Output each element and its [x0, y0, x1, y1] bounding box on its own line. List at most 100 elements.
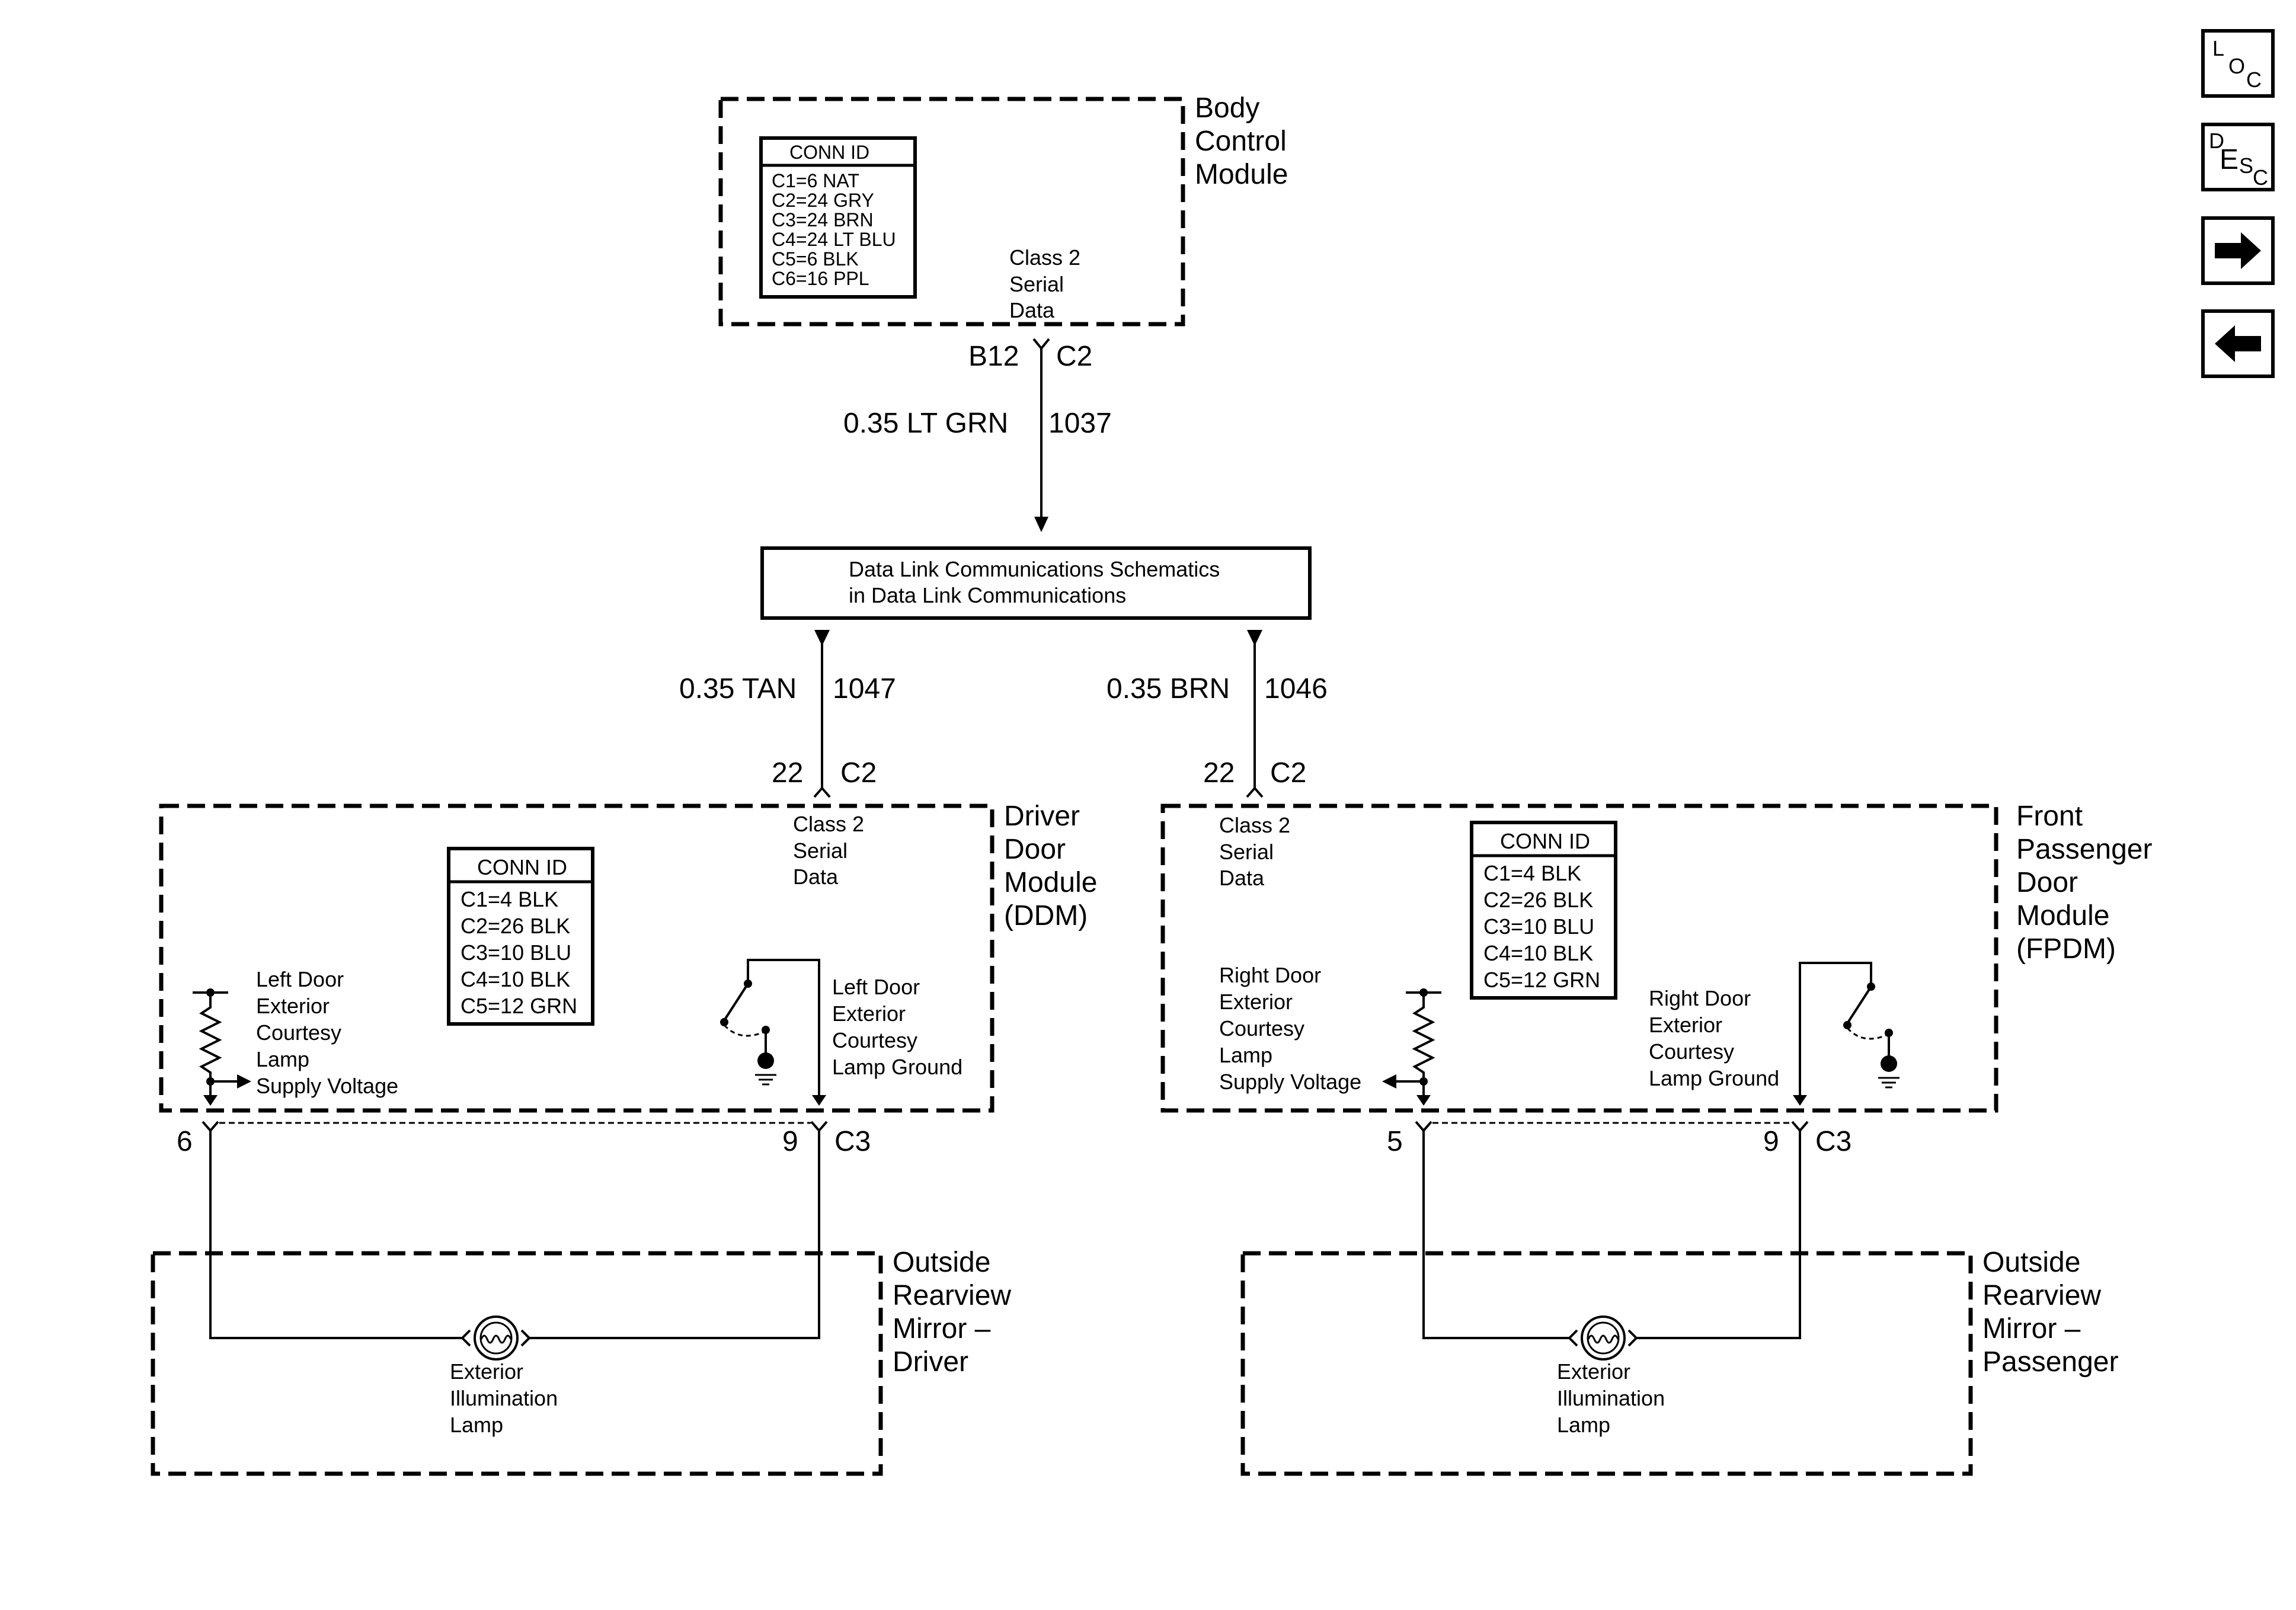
previous-page-button[interactable] — [2201, 309, 2275, 378]
svg-text:C4=24 LT BLU: C4=24 LT BLU — [772, 229, 896, 250]
svg-text:Exterior: Exterior — [450, 1359, 523, 1384]
svg-text:Data Link Communications Schem: Data Link Communications Schematics — [849, 557, 1220, 581]
passenger-lamp-label: Exterior Illumination Lamp — [1557, 1359, 1665, 1437]
svg-text:C6=16 PPL: C6=16 PPL — [772, 268, 869, 289]
fpdm-ground-switch — [1793, 962, 1900, 1106]
svg-text:Driver: Driver — [893, 1346, 968, 1378]
svg-text:C5=12 GRN: C5=12 GRN — [1483, 968, 1600, 992]
loc-button[interactable]: L O C — [2201, 29, 2275, 98]
svg-text:Driver: Driver — [1004, 801, 1080, 832]
svg-text:Left Door: Left Door — [832, 975, 920, 999]
svg-text:C1=4 BLK: C1=4 BLK — [1483, 861, 1581, 885]
ddm-c3-connector: 6 9 C3 — [177, 1121, 871, 1157]
svg-text:Supply Voltage: Supply Voltage — [256, 1074, 398, 1098]
driver-lamp-label: Exterior Illumination Lamp — [450, 1359, 558, 1437]
svg-text:Rearview: Rearview — [1982, 1280, 2101, 1311]
svg-text:Lamp: Lamp — [450, 1413, 503, 1437]
svg-text:1046: 1046 — [1264, 673, 1328, 705]
svg-text:C: C — [2253, 165, 2268, 190]
svg-text:Right Door: Right Door — [1649, 986, 1751, 1010]
next-page-button[interactable] — [2201, 216, 2275, 285]
svg-text:Exterior: Exterior — [1219, 990, 1293, 1014]
body-control-module: Body Control Module CONN ID C1=6 NAT C2=… — [718, 92, 1288, 327]
svg-text:Front: Front — [2016, 801, 2083, 832]
svg-text:C1=6 NAT: C1=6 NAT — [772, 170, 859, 191]
bcm-data-wire: 0.35 LT GRN 1037 — [843, 348, 1112, 532]
svg-text:C2: C2 — [1056, 341, 1092, 372]
svg-text:C4=10 BLK: C4=10 BLK — [1483, 941, 1593, 965]
svg-text:C5=6 BLK: C5=6 BLK — [772, 248, 859, 270]
svg-text:Courtesy: Courtesy — [832, 1028, 917, 1052]
svg-text:C2=24 GRY: C2=24 GRY — [772, 190, 874, 211]
fpdm-conn-id-table: CONN ID C1=4 BLK C2=26 BLK C3=10 BLU C4=… — [1470, 821, 1617, 1000]
svg-text:Mirror –: Mirror – — [1982, 1313, 2081, 1345]
driver-mirror-circuit — [209, 1131, 820, 1347]
svg-text:C2=26 BLK: C2=26 BLK — [461, 914, 570, 938]
fpdm-supply-label: Right Door Exterior Courtesy Lamp Supply… — [1219, 963, 1361, 1094]
bcm-serial-data-label: Class 2 Serial Data — [1009, 245, 1080, 322]
svg-text:C2: C2 — [1270, 757, 1306, 789]
svg-text:C3: C3 — [834, 1126, 871, 1157]
svg-text:22: 22 — [772, 757, 803, 789]
svg-text:Serial: Serial — [1219, 840, 1274, 864]
driver-door-module: Driver Door Module (DDM) Class 2 Serial … — [159, 801, 1097, 1113]
svg-text:Lamp: Lamp — [1557, 1413, 1610, 1437]
svg-text:C3=10 BLU: C3=10 BLU — [461, 940, 571, 965]
svg-text:Door: Door — [1004, 834, 1066, 865]
svg-text:Left Door: Left Door — [256, 967, 344, 991]
passenger-exterior-lamp-icon — [1581, 1315, 1626, 1361]
svg-text:Mirror –: Mirror – — [893, 1313, 991, 1345]
svg-text:5: 5 — [1387, 1126, 1403, 1157]
svg-text:Class 2: Class 2 — [1219, 813, 1290, 837]
svg-text:Exterior: Exterior — [832, 1001, 906, 1026]
svg-text:Exterior: Exterior — [256, 994, 330, 1018]
svg-text:C3=10 BLU: C3=10 BLU — [1483, 914, 1594, 939]
ddm-conn-id-table: CONN ID C1=4 BLK C2=26 BLK C3=10 BLU C4=… — [447, 847, 594, 1026]
svg-text:Courtesy: Courtesy — [1219, 1016, 1304, 1041]
mirror-driver-title: Outside Rearview Mirror – Driver — [893, 1247, 1011, 1378]
mirror-passenger-title: Outside Rearview Mirror – Passenger — [1982, 1247, 2118, 1378]
svg-text:Door: Door — [2016, 867, 2078, 898]
fpdm-ground-label: Right Door Exterior Courtesy Lamp Ground — [1649, 986, 1779, 1090]
svg-text:6: 6 — [177, 1126, 193, 1157]
svg-text:Courtesy: Courtesy — [256, 1020, 341, 1045]
svg-text:C1=4 BLK: C1=4 BLK — [461, 887, 558, 911]
svg-text:Passenger: Passenger — [2016, 834, 2152, 865]
svg-text:9: 9 — [1763, 1126, 1779, 1157]
svg-text:in Data Link Communications: in Data Link Communications — [849, 583, 1126, 607]
svg-text:Passenger: Passenger — [1982, 1346, 2118, 1378]
svg-text:Supply Voltage: Supply Voltage — [1219, 1070, 1361, 1094]
svg-text:C2=26 BLK: C2=26 BLK — [1483, 888, 1593, 912]
svg-text:Courtesy: Courtesy — [1649, 1039, 1734, 1064]
svg-text:Lamp Ground: Lamp Ground — [1649, 1066, 1779, 1090]
svg-text:9: 9 — [782, 1126, 798, 1157]
svg-text:D: D — [2209, 129, 2224, 153]
ddm-supply-resistor — [193, 988, 251, 1106]
svg-text:0.35 BRN: 0.35 BRN — [1107, 673, 1230, 705]
svg-text:Illumination: Illumination — [450, 1386, 558, 1410]
ddm-ground-label: Left Door Exterior Courtesy Lamp Ground — [832, 975, 962, 1079]
svg-text:Lamp: Lamp — [256, 1047, 309, 1071]
svg-text:O: O — [2228, 54, 2245, 78]
svg-text:CONN ID: CONN ID — [477, 855, 567, 879]
passenger-mirror-circuit — [1422, 1131, 1801, 1347]
svg-text:C3: C3 — [1815, 1126, 1851, 1157]
svg-text:Serial: Serial — [1009, 272, 1064, 296]
data-link-reference-box: Data Link Communications Schematics in D… — [760, 546, 1312, 620]
svg-text:Body: Body — [1195, 92, 1259, 124]
fpdm-c3-connector: 5 9 C3 — [1387, 1121, 1851, 1157]
svg-text:L: L — [2212, 36, 2224, 60]
svg-text:Class 2: Class 2 — [1009, 245, 1080, 270]
svg-text:Outside: Outside — [893, 1247, 990, 1278]
svg-text:Exterior: Exterior — [1649, 1013, 1722, 1037]
ddm-data-wire: 0.35 TAN 1047 22 C2 — [679, 630, 896, 798]
svg-text:Module: Module — [1195, 159, 1288, 190]
svg-text:22: 22 — [1203, 757, 1235, 789]
svg-text:Module: Module — [1004, 867, 1097, 898]
svg-text:Rearview: Rearview — [893, 1280, 1011, 1311]
svg-text:Data: Data — [793, 865, 839, 889]
svg-text:C: C — [2246, 68, 2262, 92]
svg-text:(FPDM): (FPDM) — [2016, 933, 2116, 965]
desc-button[interactable]: D E S C — [2201, 123, 2275, 191]
